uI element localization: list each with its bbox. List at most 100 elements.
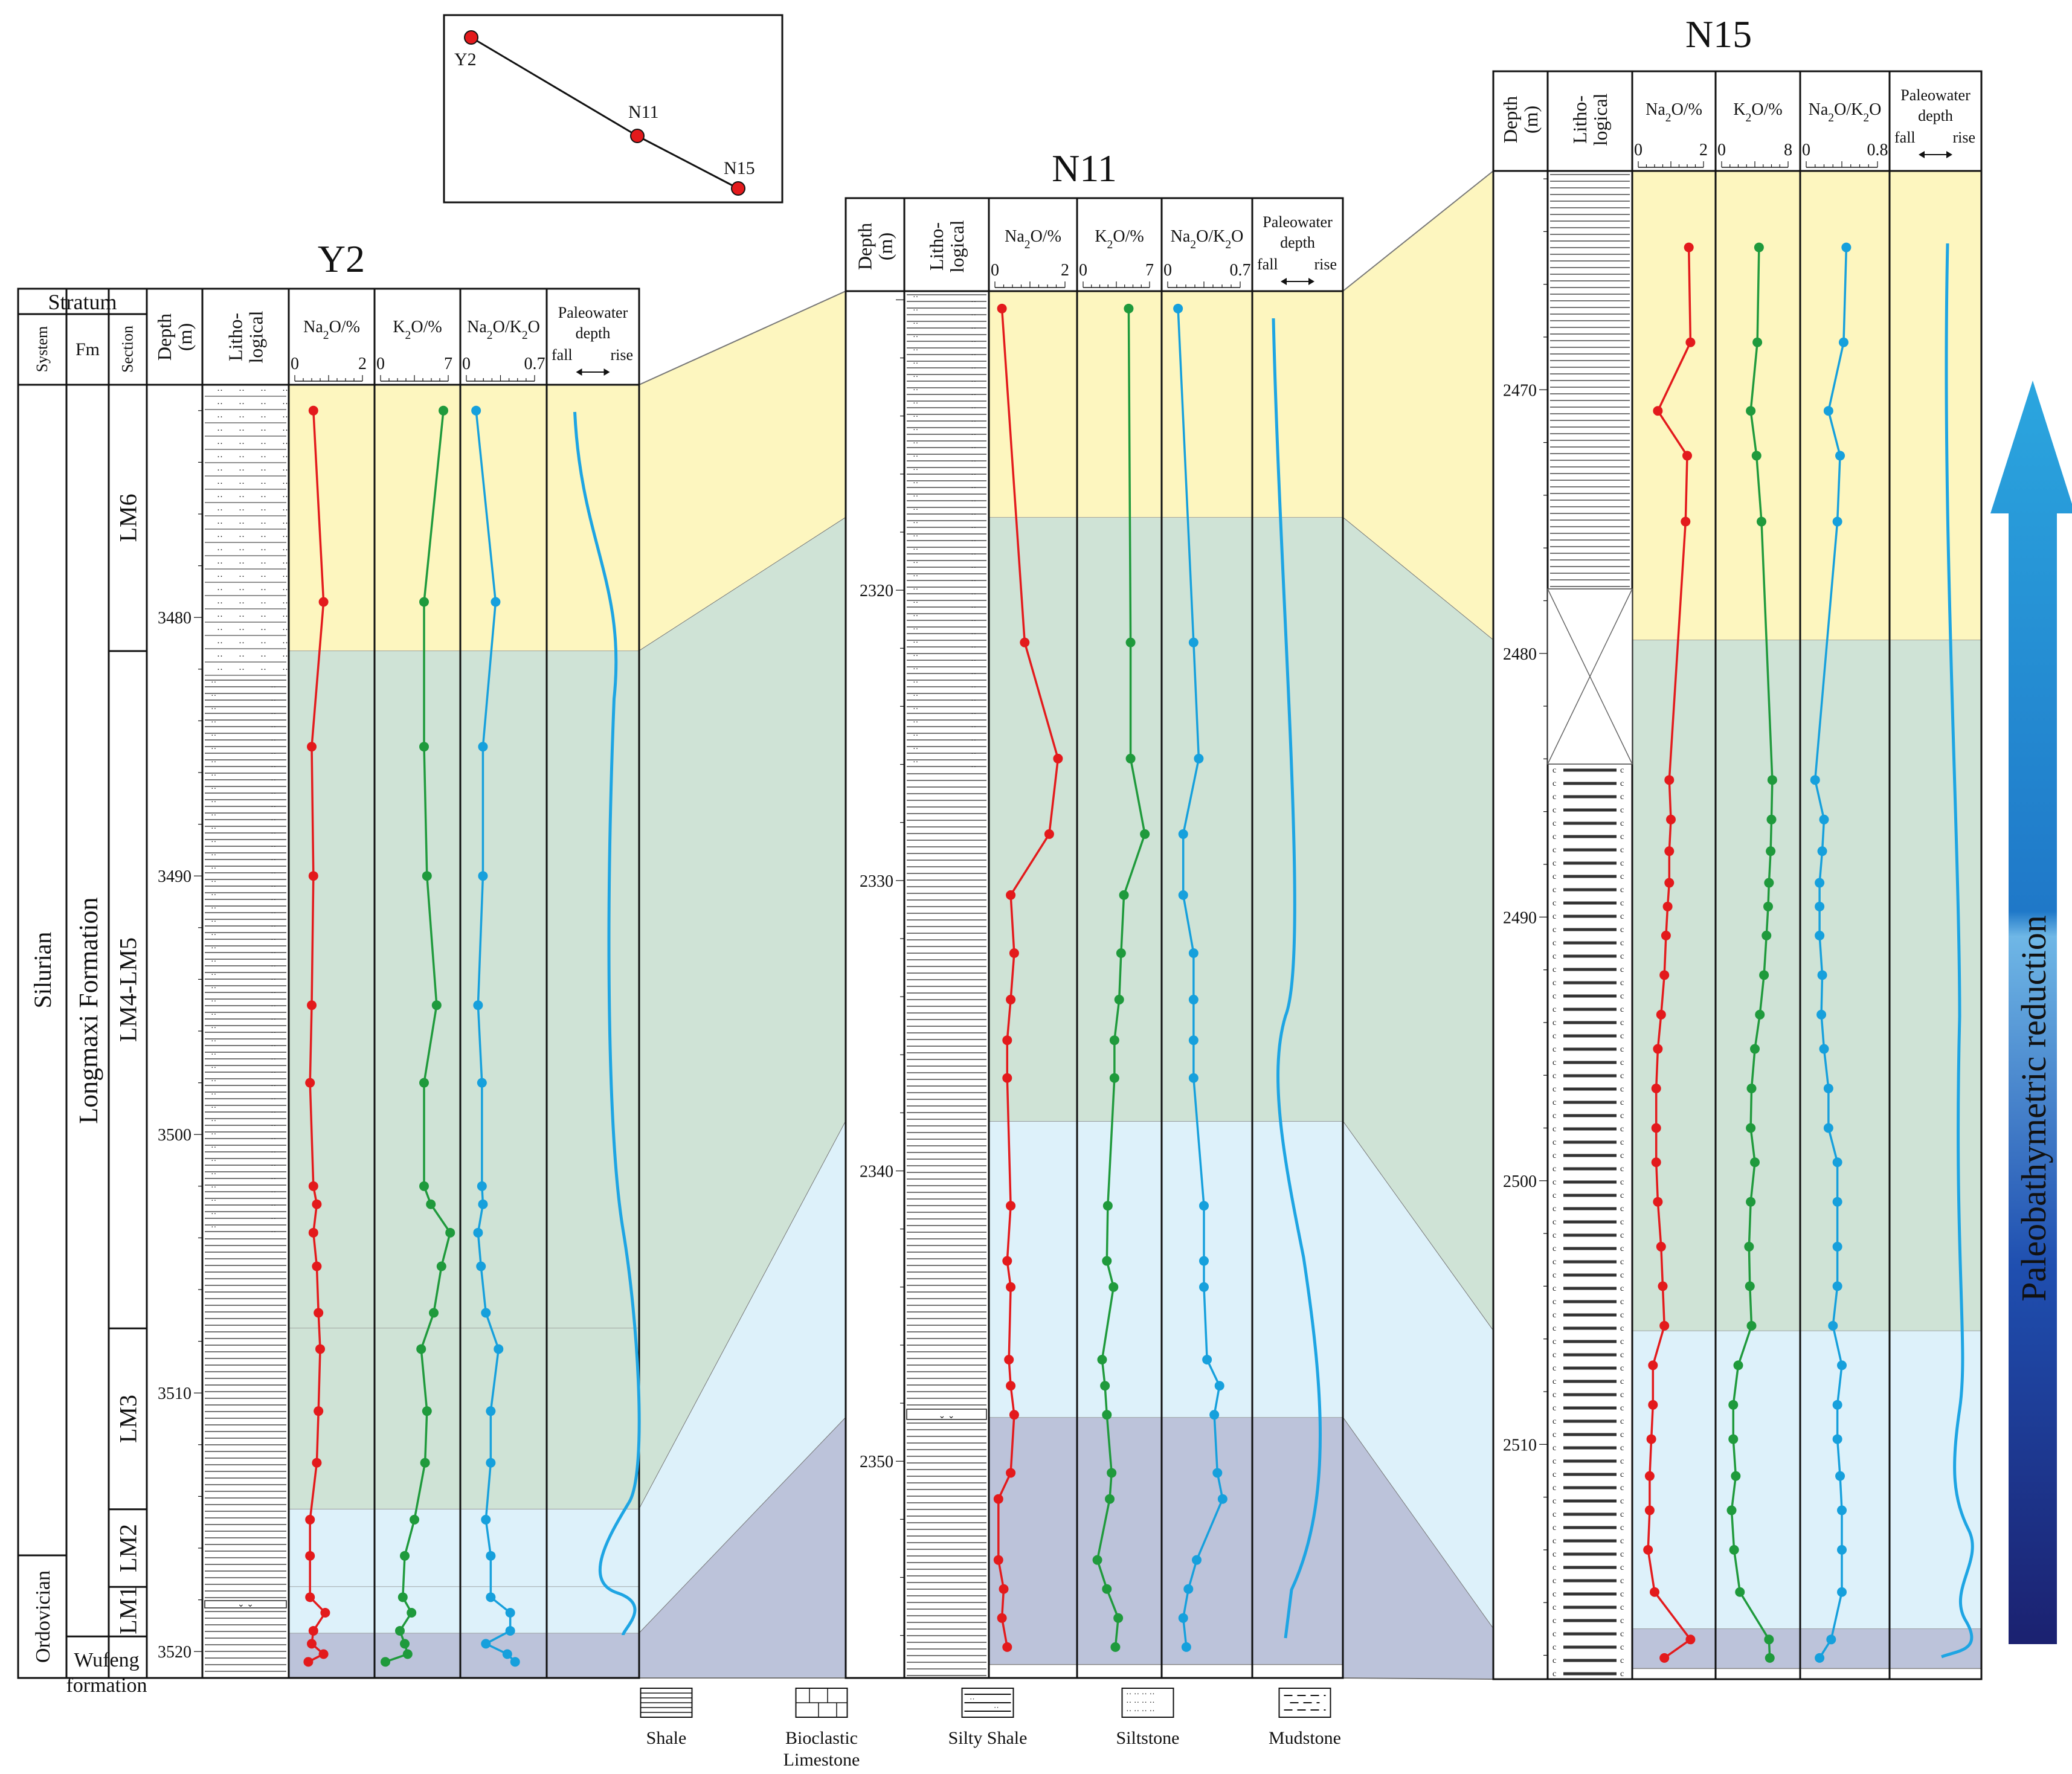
point-ratio-y2-1 [491,597,501,607]
svg-text:··: ·· [260,652,266,661]
point-na2o-n11-20 [1002,1642,1012,1652]
point-ratio-n15-28 [1826,1634,1836,1645]
series-line-k2o-n15 [1730,247,1774,1658]
svg-text:··: ·· [211,891,216,900]
scale-min-na2o-n15: 0 [1634,141,1642,159]
point-ratio-n15-6 [1819,814,1829,824]
zone-band-lm6-y2 [289,385,639,651]
svg-text:fall: fall [1894,129,1916,146]
well-title-n11: N11 [1052,147,1117,190]
zone-band-lm2-y2 [289,1509,639,1587]
point-k2o-n15-18 [1744,1241,1754,1252]
svg-text:··: ·· [211,731,216,741]
svg-text:··: ·· [239,413,245,422]
svg-text:··: ·· [971,457,976,466]
svg-text:··: ·· [271,882,276,892]
point-na2o-n15-7 [1664,846,1675,856]
svg-text:··: ·· [271,1042,276,1051]
section-lm2: LM2 [115,1524,142,1572]
svg-text:··: ·· [971,736,976,745]
location-map: Y2 N11 N15 [443,14,783,204]
point-k2o-y2-18 [395,1625,405,1636]
svg-text:··: ·· [271,989,276,998]
svg-text:c: c [1620,1390,1624,1400]
map-point-n15 [731,181,745,196]
point-k2o-y2-8 [445,1227,455,1238]
well-frame-n15 [1492,70,1983,1680]
svg-text:··: ·· [211,864,216,873]
svg-text:··: ·· [282,466,288,475]
point-k2o-n15-17 [1746,1197,1756,1207]
svg-text:formation: formation [66,1674,147,1697]
point-k2o-y2-9 [436,1261,446,1271]
depth-tick-3500: 3500 [158,1126,191,1145]
point-ratio-n15-17 [1832,1197,1842,1207]
legend-label-mudstone: Mudstone [1269,1728,1341,1748]
point-na2o-y2-1 [318,597,329,607]
point-k2o-n15-16 [1750,1157,1760,1168]
svg-text:depth: depth [1918,107,1953,124]
svg-text:c: c [1620,1018,1624,1027]
svg-text:··: ·· [211,1183,216,1192]
point-k2o-n11-6 [1114,994,1124,1004]
svg-text:c: c [1552,1098,1556,1107]
svg-text:··: ·· [282,665,288,675]
svg-text:··: ·· [282,572,288,582]
header-k2o-n15: K2O/% [1733,100,1782,124]
point-ratio-n15-21 [1837,1360,1847,1371]
point-k2o-n11-1 [1125,637,1136,648]
svg-text:··: ·· [271,1095,276,1104]
zone-band-lm4-lm5-n11 [989,517,1343,1122]
point-k2o-n15-3 [1751,451,1762,461]
svg-text:··: ·· [211,705,216,714]
svg-text:c: c [1620,792,1624,802]
svg-text:··: ·· [217,479,223,489]
svg-text:··: ·· [271,936,276,945]
point-ratio-n15-26 [1837,1544,1847,1555]
svg-text:c: c [1552,1231,1556,1240]
svg-text:··: ·· [239,452,245,462]
svg-text:··: ·· [239,519,245,529]
point-na2o-n15-4 [1681,516,1691,527]
svg-text:··: ·· [260,638,266,648]
svg-text:··: ·· [217,386,223,396]
svg-text:··: ·· [271,710,276,719]
svg-text:··: ·· [217,466,223,475]
header-ratio-y2: Na2O/K2O [467,318,540,342]
system-silurian: Silurian [29,932,56,1009]
svg-text:··: ·· [913,758,918,767]
svg-text:··: ·· [211,771,216,780]
point-ratio-n11-5 [1188,948,1198,958]
point-k2o-n11-3 [1140,829,1150,839]
lithology-silty-y2-b: ········································… [205,678,286,1237]
point-k2o-n15-24 [1731,1471,1741,1481]
point-k2o-n15-6 [1766,814,1777,824]
svg-text:c: c [1552,885,1556,895]
point-ratio-n11-14 [1209,1410,1220,1420]
point-ratio-n11-17 [1192,1555,1202,1565]
svg-text:c: c [1620,766,1624,775]
svg-text:··: ·· [211,824,216,834]
lithology-shale-n15-a [1550,174,1630,587]
svg-text:c: c [1552,819,1556,828]
section-lm6: LM6 [115,493,142,542]
svg-text:··: ·· [271,869,276,878]
scale-min-ratio-y2: 0 [462,355,471,373]
point-na2o-n11-3 [1044,829,1054,839]
point-k2o-n15-23 [1728,1434,1739,1444]
point-ratio-n11-1 [1188,637,1198,648]
point-ratio-n15-3 [1835,451,1845,461]
svg-text:c: c [1552,1656,1556,1665]
scale-max-ratio-n15: 0.8 [1867,141,1888,159]
svg-text:c: c [1620,1537,1624,1546]
svg-text:··: ·· [211,1077,216,1086]
svg-text:··: ·· [971,603,976,612]
header-na2o-y2: Na2O/% [303,318,360,342]
point-na2o-n15-28 [1685,1634,1696,1645]
header-paleo-n11: Paleowater [1263,213,1333,231]
svg-text:c: c [1620,846,1624,855]
point-ratio-n11-20 [1181,1642,1191,1652]
point-na2o-n11-15 [1006,1468,1016,1478]
